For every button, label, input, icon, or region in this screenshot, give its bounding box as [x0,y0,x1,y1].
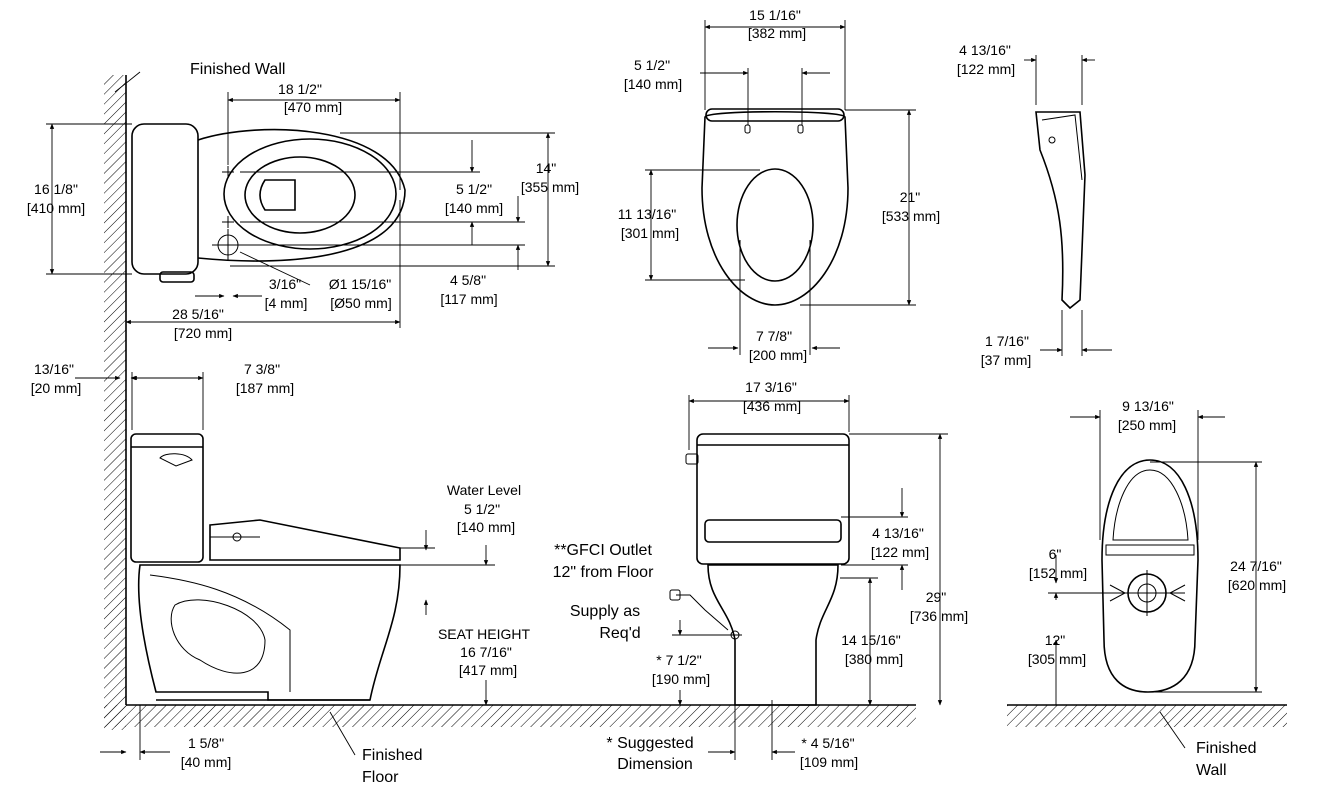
dim-5-1-2a-in: 5 1/2" [456,181,492,197]
label-gfci-height: 12" from Floor [553,564,654,581]
label-water-level: Water Level [447,482,521,498]
dim-16-1-8-in: 16 1/8" [34,181,78,197]
label-seat-height: SEAT HEIGHT [438,626,531,642]
dim-12-mm: [305 mm] [1028,651,1086,667]
dim-5-1-2a-mm: [140 mm] [445,200,503,216]
dim-4-13-16a-in: 4 13/16" [959,42,1011,58]
dim-16-7-16-in: 16 7/16" [460,644,512,660]
finished-wall-left [104,75,127,730]
labels: Finished Wall 18 1/2" [470 mm] 16 1/8" [… [27,7,1286,786]
label-finished-wall-top: Finished Wall [190,61,285,78]
dim-5-1-2b-mm: [140 mm] [624,76,682,92]
label-finished-wall-right-2: Wall [1196,762,1227,779]
seat-top-view [701,108,849,306]
side-view-dimension-lines [75,372,495,760]
dim-5-1-2b-in: 5 1/2" [634,57,670,73]
dim-7-7-8-mm: [200 mm] [749,347,807,363]
dim-7-3-8-mm: [187 mm] [236,380,294,396]
side-view-toilet [130,433,401,701]
label-finished-floor-2: Floor [362,769,399,786]
finished-floor-left [104,704,916,727]
dim-24-7-16-mm: [620 mm] [1228,577,1286,593]
dim-14-in: 14" [536,160,557,176]
dim-9-13-16-mm: [250 mm] [1118,417,1176,433]
dim-7-1-2-mm: [190 mm] [652,671,710,687]
dim-29-in: 29" [926,589,947,605]
dim-1-7-16-mm: [37 mm] [981,352,1032,368]
dim-1-5-8-mm: [40 mm] [181,754,232,770]
dim-17-3-16-mm: [436 mm] [743,398,801,414]
dim-7-1-2-in: * 7 1/2" [656,652,701,668]
seat-side-profile [1035,111,1086,310]
label-supply-reqd: Req'd [599,625,640,642]
dim-14-mm: [355 mm] [521,179,579,195]
dim-1-15-16-mm: [Ø50 mm] [330,295,391,311]
dim-14-15-16-mm: [380 mm] [845,651,903,667]
seat-side-dimension-lines [1024,55,1112,356]
dim-12-in: 12" [1045,632,1066,648]
top-view-dimension-lines [46,71,555,328]
dim-9-13-16-in: 9 13/16" [1122,398,1174,414]
dim-13-16-in: 13/16" [34,361,74,377]
dim-16-1-8-mm: [410 mm] [27,200,85,216]
dim-4-5-8-in: 4 5/8" [450,272,486,288]
dim-11-13-16-in: 11 13/16" [618,206,676,222]
dim-7-7-8-in: 7 7/8" [756,328,792,344]
dim-4-13-16b-mm: [122 mm] [871,544,929,560]
dim-4-5-16-mm: [109 mm] [800,754,858,770]
dim-15-1-16-mm: [382 mm] [748,25,806,41]
label-finished-floor-1: Finished [362,747,422,764]
label-supply: Supply as [570,603,640,620]
dim-16-7-16-mm: [417 mm] [459,662,517,678]
dim-14-15-16-in: 14 15/16" [841,632,900,648]
dim-3-16-in: 3/16" [269,276,301,292]
dim-4-13-16a-mm: [122 mm] [957,61,1015,77]
dim-4-13-16b-in: 4 13/16" [872,525,924,541]
dim-5-1-2c-in: 5 1/2" [464,501,500,517]
dim-4-5-8-mm: [117 mm] [440,291,497,307]
dim-15-1-16-in: 15 1/16" [749,7,801,23]
dim-1-5-8-in: 1 5/8" [188,735,224,751]
front-view-toilet [669,433,850,706]
dim-18-1-2-mm: [470 mm] [284,99,342,115]
dim-21-mm: [533 mm] [882,208,940,224]
dim-5-1-2c-mm: [140 mm] [457,519,515,535]
dim-4-5-16-in: * 4 5/16" [801,735,854,751]
dim-28-5-16-mm: [720 mm] [174,325,232,341]
label-suggested: * Suggested [606,735,693,752]
dim-29-mm: [736 mm] [910,608,968,624]
label-finished-wall-right-1: Finished [1196,740,1256,757]
dim-24-7-16-in: 24 7/16" [1230,558,1282,574]
top-view-toilet [131,123,406,283]
dim-11-13-16-mm: [301 mm] [621,225,679,241]
dim-1-7-16-in: 1 7/16" [985,333,1029,349]
dim-6-in: 6" [1049,546,1062,562]
dim-18-1-2-in: 18 1/2" [278,81,322,97]
footprint-view [1101,459,1199,693]
dim-7-3-8-in: 7 3/8" [244,361,280,377]
finished-wall-right [1007,704,1287,727]
seat-top-view-dimension-lines [645,20,916,355]
label-gfci-outlet: **GFCI Outlet [554,542,652,559]
dim-3-16-mm: [4 mm] [265,295,308,311]
dim-6-mm: [152 mm] [1029,565,1087,581]
dim-21-in: 21" [900,189,921,205]
dim-1-15-16-in: Ø1 15/16" [329,276,392,292]
label-dimension: Dimension [617,756,693,773]
dim-13-16-mm: [20 mm] [31,380,82,396]
footprint-dimension-lines [1048,410,1262,749]
dim-28-5-16-in: 28 5/16" [172,306,224,322]
front-view-dimension-lines [672,395,948,760]
dim-17-3-16-in: 17 3/16" [745,379,797,395]
